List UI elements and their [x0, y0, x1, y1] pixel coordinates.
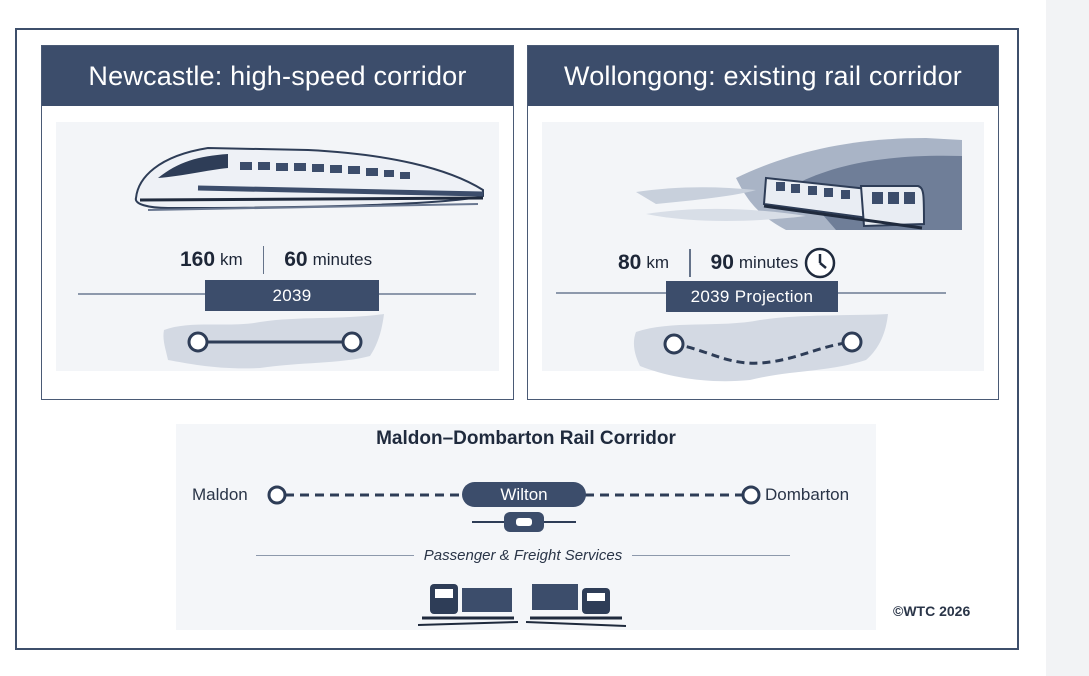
freight-train-icon — [418, 584, 518, 626]
newcastle-year-badge: 2039 — [205, 280, 379, 311]
station-wilton: Wilton — [462, 482, 586, 507]
services-label: Passenger & Freight Services — [423, 547, 623, 564]
newcastle-distance-value: 160 — [180, 248, 216, 271]
wollongong-distance-value: 80 — [618, 251, 642, 274]
newcastle-distance-unit: km — [220, 250, 243, 269]
corridor-line — [267, 485, 761, 505]
station-icon — [472, 512, 576, 532]
wollongong-distance-unit: km — [646, 253, 670, 272]
wollongong-year-badge: 2039 Projection — [666, 281, 838, 312]
services-rule-right — [632, 554, 791, 557]
newcastle-time-unit: minutes — [312, 250, 373, 269]
wollongong-time-value: 90 — [710, 251, 734, 274]
stats-divider — [262, 246, 265, 274]
copyright-text: ©WTC 2026 — [893, 603, 971, 619]
stats-divider — [689, 249, 691, 277]
newcastle-time-value: 60 — [284, 248, 308, 271]
corridor-title: Maldon–Dombarton Rail Corridor — [376, 428, 676, 449]
wollongong-stats: 80 km 90 minutes — [618, 246, 837, 280]
freight-train-icon — [526, 584, 626, 627]
map-icon — [163, 314, 384, 369]
newcastle-stats: 160 km 60 minutes — [180, 246, 372, 274]
station-maldon: Maldon — [192, 485, 248, 504]
clock-icon — [805, 247, 836, 279]
wollongong-title: Wollongong: existing rail corridor — [528, 46, 998, 106]
services-banner: Passenger & Freight Services — [256, 547, 791, 564]
newcastle-title: Newcastle: high-speed corridor — [42, 46, 513, 106]
newcastle-panel: Newcastle: high-speed corridor — [41, 45, 514, 400]
map-icon — [633, 314, 888, 382]
coastal-train-icon — [636, 138, 962, 230]
high-speed-train-icon — [134, 146, 484, 211]
wollongong-time-unit: minutes — [738, 253, 799, 272]
station-dombarton: Dombarton — [765, 485, 850, 504]
services-rule-left — [256, 554, 414, 557]
